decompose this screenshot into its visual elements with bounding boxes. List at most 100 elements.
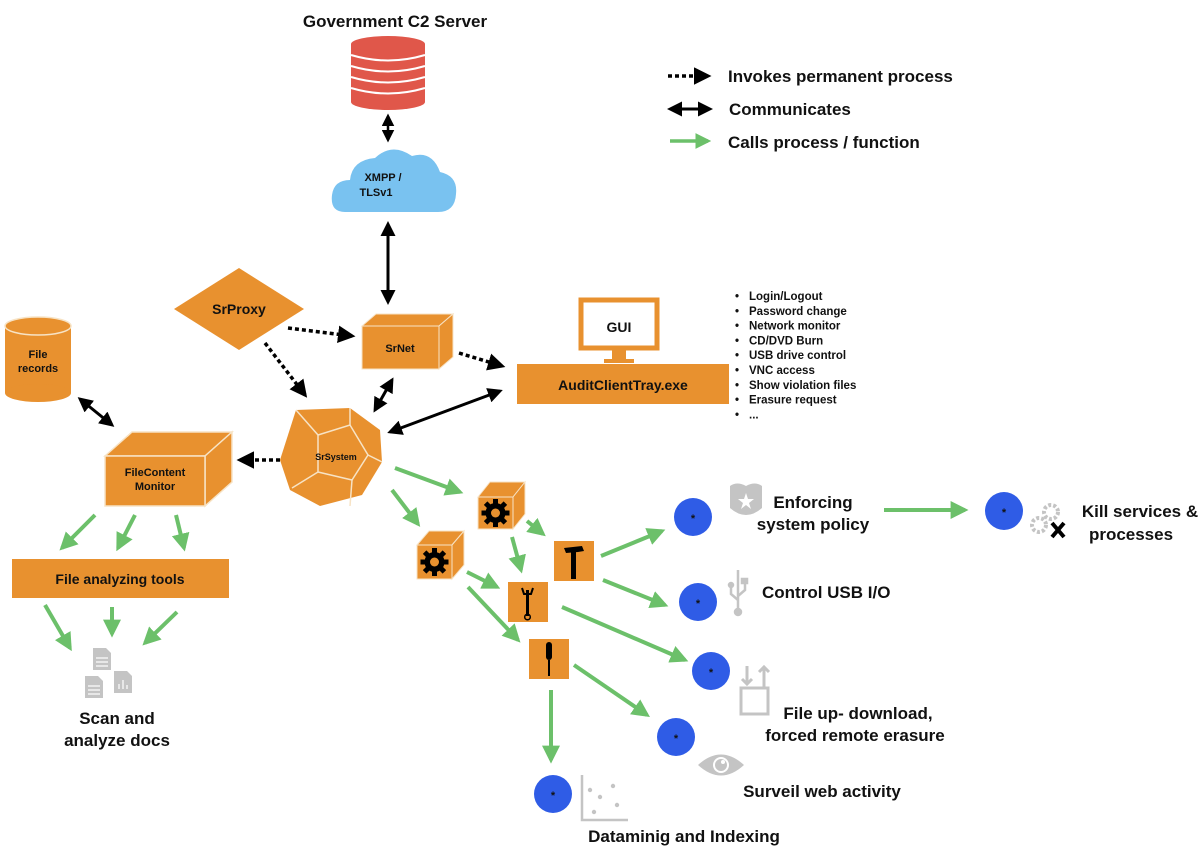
documents-icon [85,648,132,698]
gear-tool-call [525,517,546,537]
tools-docs-call [43,603,72,652]
gui-feature-list: • Login/Logout • Password change • Network mo… [735,291,856,421]
file-records-label-line2: records [18,363,58,375]
usb-icon [727,570,749,617]
function-marker: * [709,667,714,679]
scatter-plot-icon [580,775,628,822]
eye-icon [698,754,744,776]
srproxy-label: SrProxy [212,301,266,317]
feature-bullet: • [735,350,739,362]
monitor-tools-call [59,513,97,551]
cloud-label-line1: XMPP / [364,172,401,184]
feature-bullet: • [735,321,739,333]
srsystem-gear-call [394,466,464,496]
feature-bullet: • [735,335,739,347]
kill-label-line1: Kill services & [1082,502,1198,521]
gui-label: GUI [607,319,632,335]
function-marker: * [696,598,701,610]
gear-box-node [415,529,466,581]
tools-docs-call [142,610,179,646]
function-control-usb: * Control USB I/O [679,570,890,621]
kill-label-line2: processes [1089,525,1173,544]
scan-docs-label-line2: analyze docs [64,731,170,750]
monitor-label-line1: FileContent [125,467,186,479]
feature-bullet: • [735,380,739,392]
tool-function-call [561,605,689,663]
hammer-icon [564,546,584,579]
srsystem-node: SrSystem [280,408,383,507]
usb-label: Control USB I/O [762,583,890,602]
gear-icon [481,499,510,527]
gears-cross-icon [1030,503,1066,539]
srsystem-label: SrSystem [315,452,357,462]
gui-feature-item: Login/Logout [749,291,823,303]
audit-client-label: AuditClientTray.exe [558,377,688,393]
function-marker: * [691,513,696,525]
file-content-monitor-node: FileContent Monitor [103,430,234,508]
srnet-label: SrNet [385,343,415,355]
gui-feature-item: Network monitor [749,321,841,333]
cloud-icon [331,149,457,212]
function-kill-services: * Kill services & processes [985,492,1198,544]
gui-feature-item: USB drive control [749,350,846,362]
function-node-dot [534,775,572,813]
monitor-tools-call [171,514,190,552]
function-marker: * [674,733,679,745]
feature-bullet: • [735,395,739,407]
legend-item-invokes: Invokes permanent process [668,67,953,86]
function-node-dot [657,718,695,756]
feature-bullet: • [735,291,739,303]
wrench-tool-node [508,582,548,622]
wrench-icon [521,587,534,621]
legend-label: Invokes permanent process [728,67,953,86]
srproxy-node: SrProxy [174,268,304,350]
function-node-dot [985,492,1023,530]
file-tools-node: File analyzing tools [12,559,229,598]
screwdriver-icon [546,642,552,676]
function-enforce-policy: * Enforcing system policy [674,483,870,536]
monitor-icon [578,297,660,363]
gear-box-node [476,480,527,531]
c2-server-title: Government C2 Server [303,12,488,31]
srproxy-srnet-invoke [287,325,356,343]
upload-download-icon [739,664,771,716]
function-node-dot [692,652,730,690]
gui-feature-item: CD/DVD Burn [749,335,823,347]
gui-feature-item: ... [749,409,759,421]
screwdriver-tool-node [529,639,569,679]
audit-client-node: AuditClientTray.exe [517,364,729,404]
srsystem-gear-call [390,488,421,527]
function-datamining: * Dataminig and Indexing [534,775,780,846]
datamining-label: Dataminig and Indexing [588,827,780,846]
feature-bullet: • [735,409,739,421]
database-icon [350,36,426,110]
legend-item-communicates: Communicates [667,100,851,119]
function-surveil-web: * Surveil web activity [657,718,901,801]
gear-tool-call [508,536,526,574]
file-transfer-label-line1: File up- download, [783,704,932,723]
gui-feature-item: VNC access [749,365,815,377]
srnet-node: SrNet [360,312,455,371]
monitor-tools-call [116,514,137,552]
srsystem-audit-link [387,388,503,435]
tool-function-call [572,663,650,718]
file-records-label-line1: File [29,349,48,361]
hammer-tool-node [554,541,594,581]
file-transfer-label-line2: forced remote erasure [765,726,945,745]
gear-tool-call [466,570,501,589]
legend: Invokes permanent process Communicates C… [667,67,953,152]
gui-feature-item: Password change [749,306,847,318]
function-marker: * [1002,507,1007,519]
srproxy-srsystem-invoke [263,341,308,398]
function-marker: * [551,790,556,802]
function-node-dot [674,498,712,536]
cloud-label-line2: TLSv1 [359,187,392,199]
srnet-audit-invoke [458,351,506,371]
tool-function-call [600,528,666,558]
monitor-label-line2: Monitor [135,481,176,493]
file-records-node: File records [4,316,72,402]
file-tools-label: File analyzing tools [55,571,184,587]
feature-bullet: • [735,365,739,377]
gui-feature-item: Erasure request [749,395,837,407]
